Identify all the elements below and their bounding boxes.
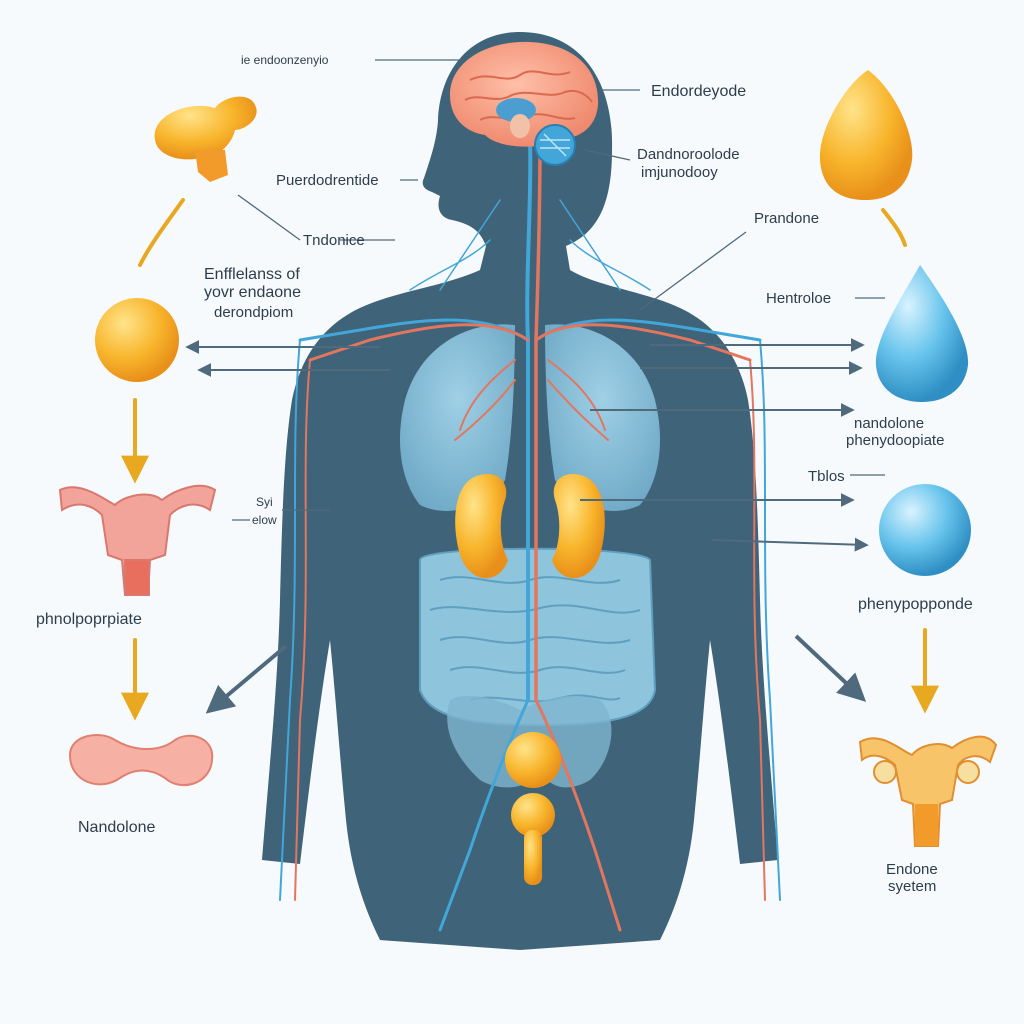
- label-phenolpropiate: phnolpoprpiate: [36, 611, 142, 628]
- label-phenypoponde: phenypopponde: [858, 596, 973, 613]
- label-imjundoody: imjunodooy: [641, 164, 718, 181]
- label-tblos: Tblos: [808, 468, 845, 485]
- label-nandolone-right-line1: nandolone: [854, 415, 925, 432]
- gold-arrows: [121, 198, 939, 721]
- leader-lines: [232, 59, 885, 521]
- label-tndonice: Tndonice: [303, 232, 365, 249]
- label-endone-system-line1: Endone: [886, 861, 938, 878]
- label-enfflelans-line1: Enfflelanss of: [204, 266, 300, 283]
- label-endordeyode: Endordeyode: [651, 83, 747, 100]
- label-elow: elow: [252, 513, 277, 527]
- body-silhouette: [262, 32, 778, 950]
- left-placenta: [68, 734, 214, 787]
- label-nandolone-right-line2: phenydoopiate: [846, 432, 945, 449]
- label-enfflelans-line2: yovr endaone: [204, 284, 301, 301]
- left-orange-sphere: [95, 298, 179, 382]
- label-nandolone-left: Nandolone: [78, 819, 156, 836]
- blood-vessels: [279, 138, 781, 932]
- left-pill-gland: [154, 96, 257, 182]
- label-puerdrentide: Puerdodrentide: [276, 172, 379, 189]
- label-hentroloe: Hentroloe: [766, 290, 832, 307]
- lungs: [400, 324, 660, 511]
- right-water-drop: [875, 265, 969, 402]
- right-blue-sphere: [879, 484, 971, 576]
- label-endone-system-line2: syetem: [888, 878, 937, 895]
- lower-glands: [505, 732, 561, 885]
- left-uterus: [58, 484, 217, 596]
- label-brain: ie endoonzenyio: [241, 53, 329, 67]
- label-prandone: Prandone: [754, 210, 820, 227]
- right-uterus: [858, 735, 998, 847]
- label-syi: Syi: [256, 495, 273, 509]
- gray-arrows: [185, 338, 869, 714]
- label-dandnoroode: Dandnoroolode: [637, 146, 740, 163]
- label-enfflelans-line3: derondpiom: [214, 304, 294, 321]
- brain: [450, 41, 599, 166]
- right-egg-drop: [819, 70, 913, 200]
